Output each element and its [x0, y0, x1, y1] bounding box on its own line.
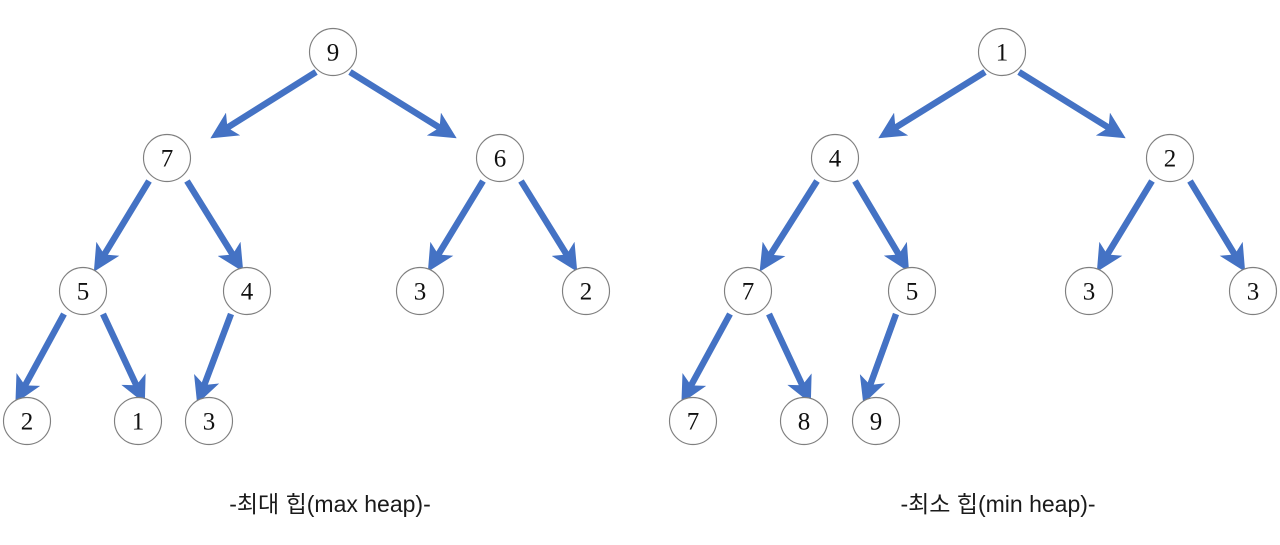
node-value-label: 1	[996, 40, 1009, 67]
node-value-label: 2	[21, 409, 34, 436]
node-value-label: 3	[1247, 279, 1260, 306]
node-circle	[142, 133, 192, 183]
node-circle	[395, 266, 445, 316]
tree-node[interactable]: 1	[977, 27, 1027, 77]
node-circle	[977, 27, 1027, 77]
tree-edge-arrow-icon	[1187, 179, 1246, 272]
tree-node[interactable]: 3	[184, 396, 234, 446]
node-value-label: 4	[829, 146, 842, 173]
node-value-label: 3	[414, 279, 427, 306]
tree-node[interactable]: 3	[1228, 266, 1278, 316]
tree-edge-arrow-icon	[15, 312, 67, 404]
node-circle	[779, 396, 829, 446]
node-value-label: 5	[906, 279, 919, 306]
node-circle	[668, 396, 718, 446]
nodes-layer: 9 7 6 5 4 3 2 2 1 3 1 4 2 7 5 3 3 7 8 9	[2, 27, 1278, 446]
node-circle	[1145, 133, 1195, 183]
tree-edge-arrow-icon	[518, 179, 578, 272]
node-circle	[561, 266, 611, 316]
tree-node[interactable]: 2	[2, 396, 52, 446]
node-value-label: 3	[1083, 279, 1096, 306]
tree-edge-arrow-icon	[210, 69, 318, 139]
tree-node[interactable]: 4	[222, 266, 272, 316]
node-circle	[113, 396, 163, 446]
node-circle	[1228, 266, 1278, 316]
tree-node[interactable]: 8	[779, 396, 829, 446]
node-circle	[723, 266, 773, 316]
edges-layer	[15, 69, 1246, 404]
tree-edge-arrow-icon	[681, 312, 733, 404]
tree-node[interactable]: 7	[142, 133, 192, 183]
tree-edge-arrow-icon	[859, 312, 900, 404]
node-value-label: 3	[203, 409, 216, 436]
node-circle	[851, 396, 901, 446]
tree-node[interactable]: 5	[887, 266, 937, 316]
node-value-label: 9	[327, 40, 340, 67]
node-value-label: 7	[742, 279, 755, 306]
tree-edge-arrow-icon	[100, 312, 146, 404]
tree-node[interactable]: 7	[723, 266, 773, 316]
tree-node[interactable]: 1	[113, 396, 163, 446]
node-value-label: 5	[77, 279, 90, 306]
node-circle	[1064, 266, 1114, 316]
tree-edge-arrow-icon	[852, 179, 910, 272]
tree-node[interactable]: 6	[475, 133, 525, 183]
tree-edge-arrow-icon	[93, 179, 152, 272]
tree-node[interactable]: 3	[395, 266, 445, 316]
node-circle	[222, 266, 272, 316]
node-value-label: 7	[687, 409, 700, 436]
tree-caption: -최대 힙(max heap)-	[229, 491, 431, 517]
tree-edge-arrow-icon	[766, 312, 812, 404]
tree-node[interactable]: 3	[1064, 266, 1114, 316]
tree-edge-arrow-icon	[1017, 69, 1126, 139]
tree-edge-arrow-icon	[1096, 179, 1155, 272]
tree-node[interactable]: 2	[1145, 133, 1195, 183]
node-value-label: 1	[132, 409, 145, 436]
node-value-label: 4	[241, 279, 254, 306]
tree-edge-arrow-icon	[184, 179, 244, 272]
tree-edge-arrow-icon	[348, 69, 457, 139]
node-value-label: 6	[494, 146, 507, 173]
node-value-label: 2	[1164, 146, 1177, 173]
node-circle	[475, 133, 525, 183]
captions-layer: -최대 힙(max heap)- -최소 힙(min heap)-	[229, 491, 1095, 517]
node-value-label: 2	[580, 279, 593, 306]
tree-node[interactable]: 9	[851, 396, 901, 446]
node-circle	[810, 133, 860, 183]
tree-node[interactable]: 5	[58, 266, 108, 316]
node-value-label: 9	[870, 409, 883, 436]
node-value-label: 8	[798, 409, 811, 436]
tree-node[interactable]: 2	[561, 266, 611, 316]
tree-edge-arrow-icon	[427, 179, 486, 272]
node-circle	[887, 266, 937, 316]
tree-edge-arrow-icon	[878, 69, 987, 139]
node-circle	[308, 27, 358, 77]
node-circle	[58, 266, 108, 316]
node-value-label: 7	[161, 146, 174, 173]
tree-caption: -최소 힙(min heap)-	[900, 491, 1095, 517]
tree-edge-arrow-icon	[194, 312, 234, 404]
tree-edge-arrow-icon	[759, 179, 820, 272]
tree-node[interactable]: 4	[810, 133, 860, 183]
node-circle	[184, 396, 234, 446]
node-circle	[2, 396, 52, 446]
tree-node[interactable]: 7	[668, 396, 718, 446]
tree-node[interactable]: 9	[308, 27, 358, 77]
